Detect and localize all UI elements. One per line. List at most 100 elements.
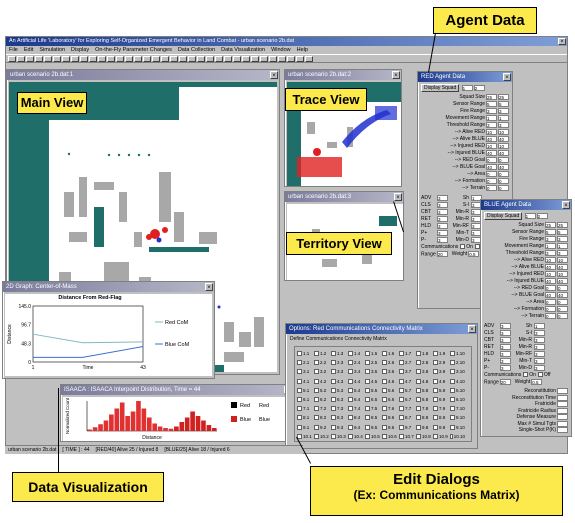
matrix-checkbox[interactable] [450,360,455,366]
toolbar-button-icon[interactable] [143,56,151,62]
matrix-checkbox[interactable] [382,397,387,403]
agent-param-field[interactable]: 1 [498,114,509,121]
toolbar-button-icon[interactable] [242,56,250,62]
matrix-checkbox[interactable] [348,351,353,357]
matrix-cell[interactable]: 6.1 [297,397,312,403]
toolbar-button-icon[interactable] [197,56,205,62]
menu-item-0[interactable]: File [9,47,18,53]
matrix-cell[interactable]: 4.3 [331,378,346,384]
matrix-cell[interactable]: 8.2 [314,415,329,421]
toolbar-button-icon[interactable] [26,56,34,62]
toolbar-button-icon[interactable] [134,56,142,62]
matrix-cell[interactable]: 2.7 [399,360,414,366]
matrix-cell[interactable]: 2.8 [416,360,431,366]
agent-extra-field[interactable] [557,414,568,421]
communications-radio-on[interactable] [523,372,529,378]
matrix-checkbox[interactable] [399,360,404,366]
agent-param-field[interactable]: 10 [498,128,509,135]
matrix-checkbox[interactable] [399,369,404,375]
menu-item-2[interactable]: Simulation [39,47,66,53]
toolbar-button-icon[interactable] [233,56,241,62]
agent-param-field[interactable]: 40 [498,163,509,170]
matrix-checkbox[interactable] [297,406,302,412]
toolbar-button-icon[interactable] [170,56,178,62]
trace-view-window[interactable]: urban scenario 2b.dat:2× [284,69,402,187]
matrix-cell[interactable]: 8.5 [365,415,380,421]
agent-lower-field[interactable]: 3 [437,229,448,236]
matrix-checkbox[interactable] [348,369,353,375]
agent-param-field[interactable]: 0 [545,298,556,305]
agent-param-field[interactable]: 1 [545,242,556,249]
toolbar-button-icon[interactable] [89,56,97,62]
agent-extra-field[interactable] [557,427,568,434]
toolbar-button-icon[interactable] [80,56,88,62]
toolbar-button-icon[interactable] [179,56,187,62]
matrix-checkbox[interactable] [399,387,404,393]
matrix-checkbox[interactable] [297,415,302,421]
matrix-cell[interactable]: 3.4 [348,369,363,375]
matrix-cell[interactable]: 2.1 [297,360,312,366]
matrix-checkbox[interactable] [450,406,455,412]
matrix-cell[interactable]: 9.2 [314,424,329,430]
agent-param-field[interactable]: 0 [486,177,497,184]
close-icon[interactable]: × [394,193,402,201]
matrix-checkbox[interactable] [331,424,336,430]
agent-param-field[interactable]: 40 [498,149,509,156]
matrix-checkbox[interactable] [433,360,438,366]
matrix-cell[interactable]: 1.3 [331,351,346,357]
agent-param-field[interactable]: 5 [498,100,509,107]
matrix-checkbox[interactable] [433,351,438,357]
agent-lower-field[interactable]: 3 [437,208,448,215]
matrix-cell[interactable]: 9.7 [399,424,414,430]
squad-number-field[interactable]: 1 [461,84,473,91]
matrix-checkbox[interactable] [348,360,353,366]
matrix-cell[interactable]: 4.10 [450,378,465,384]
matrix-checkbox[interactable] [314,406,319,412]
matrix-checkbox[interactable] [433,433,438,439]
toolbar-button-icon[interactable] [269,56,277,62]
matrix-cell[interactable]: 6.3 [331,397,346,403]
matrix-cell[interactable]: 10.7 [399,433,414,439]
matrix-checkbox[interactable] [365,378,370,384]
matrix-checkbox[interactable] [331,378,336,384]
toolbar-button-icon[interactable] [44,56,52,62]
toolbar-button-icon[interactable] [296,56,304,62]
matrix-cell[interactable]: 2.10 [450,360,465,366]
squad-number-field[interactable]: 1 [524,212,536,219]
matrix-cell[interactable]: 3.10 [450,369,465,375]
matrix-cell[interactable]: 6.4 [348,397,363,403]
matrix-cell[interactable]: 2.9 [433,360,448,366]
matrix-cell[interactable]: 2.3 [331,360,346,366]
matrix-checkbox[interactable] [382,424,387,430]
matrix-cell[interactable]: 10.8 [416,433,431,439]
matrix-checkbox[interactable] [365,406,370,412]
matrix-checkbox[interactable] [297,351,302,357]
agent-param-field[interactable]: 40 [557,291,568,298]
agent-param-field[interactable]: 10 [545,270,556,277]
toolbar-button-icon[interactable] [161,56,169,62]
matrix-checkbox[interactable] [416,415,421,421]
agent-param-field[interactable]: 5 [557,228,568,235]
matrix-cell[interactable]: 3.7 [399,369,414,375]
matrix-cell[interactable]: 3.5 [365,369,380,375]
matrix-checkbox[interactable] [450,415,455,421]
matrix-checkbox[interactable] [365,424,370,430]
agent-lower-field-2[interactable]: 1 [471,194,482,201]
agent-extra-field[interactable] [557,388,568,395]
matrix-checkbox[interactable] [450,397,455,403]
matrix-cell[interactable]: 1.2 [314,351,329,357]
matrix-checkbox[interactable] [416,369,421,375]
agent-param-field[interactable]: 5 [486,100,497,107]
agent-param-field[interactable]: 10 [486,142,497,149]
matrix-checkbox[interactable] [297,424,302,430]
toolbar-button-icon[interactable] [278,56,286,62]
matrix-cell[interactable]: 10.3 [331,433,346,439]
agent-param-field[interactable]: 40 [557,277,568,284]
comm-matrix-dialog[interactable]: Options: Red Communications Connectivity… [285,323,478,449]
agent-param-field[interactable]: 1 [486,114,497,121]
matrix-checkbox[interactable] [416,351,421,357]
agent-lower-field-2[interactable]: 1 [534,322,545,329]
matrix-cell[interactable]: 9.6 [382,424,397,430]
matrix-cell[interactable]: 8.10 [450,415,465,421]
